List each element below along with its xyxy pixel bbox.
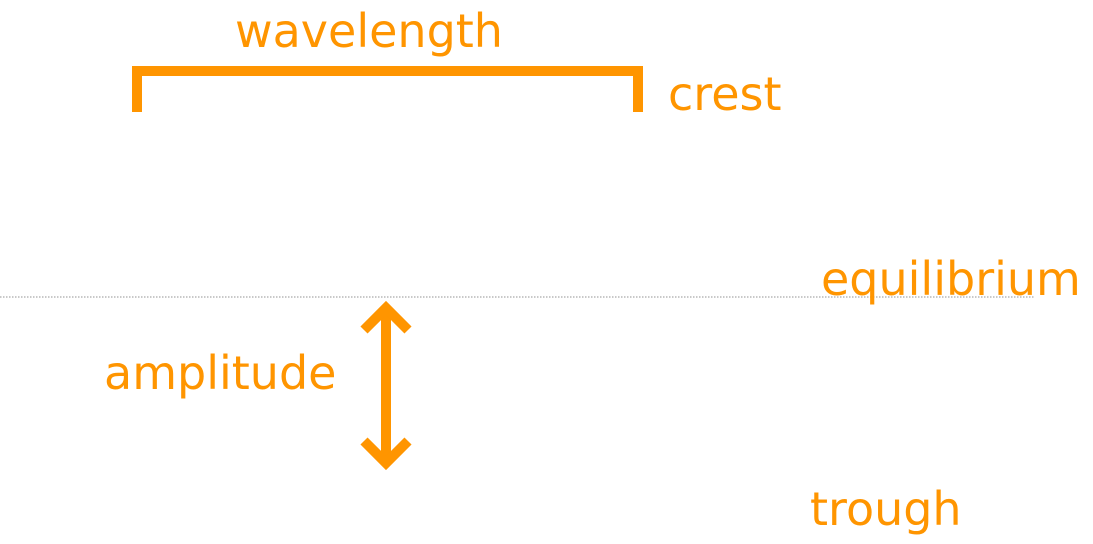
trough-label: trough [810,482,962,536]
amplitude-label: amplitude [104,346,337,400]
amplitude-arrow-icon [360,300,412,471]
crest-label: crest [668,67,782,121]
equilibrium-label: equilibrium [821,252,1081,306]
wavelength-bracket-icon [132,66,643,112]
wavelength-label: wavelength [235,4,503,58]
